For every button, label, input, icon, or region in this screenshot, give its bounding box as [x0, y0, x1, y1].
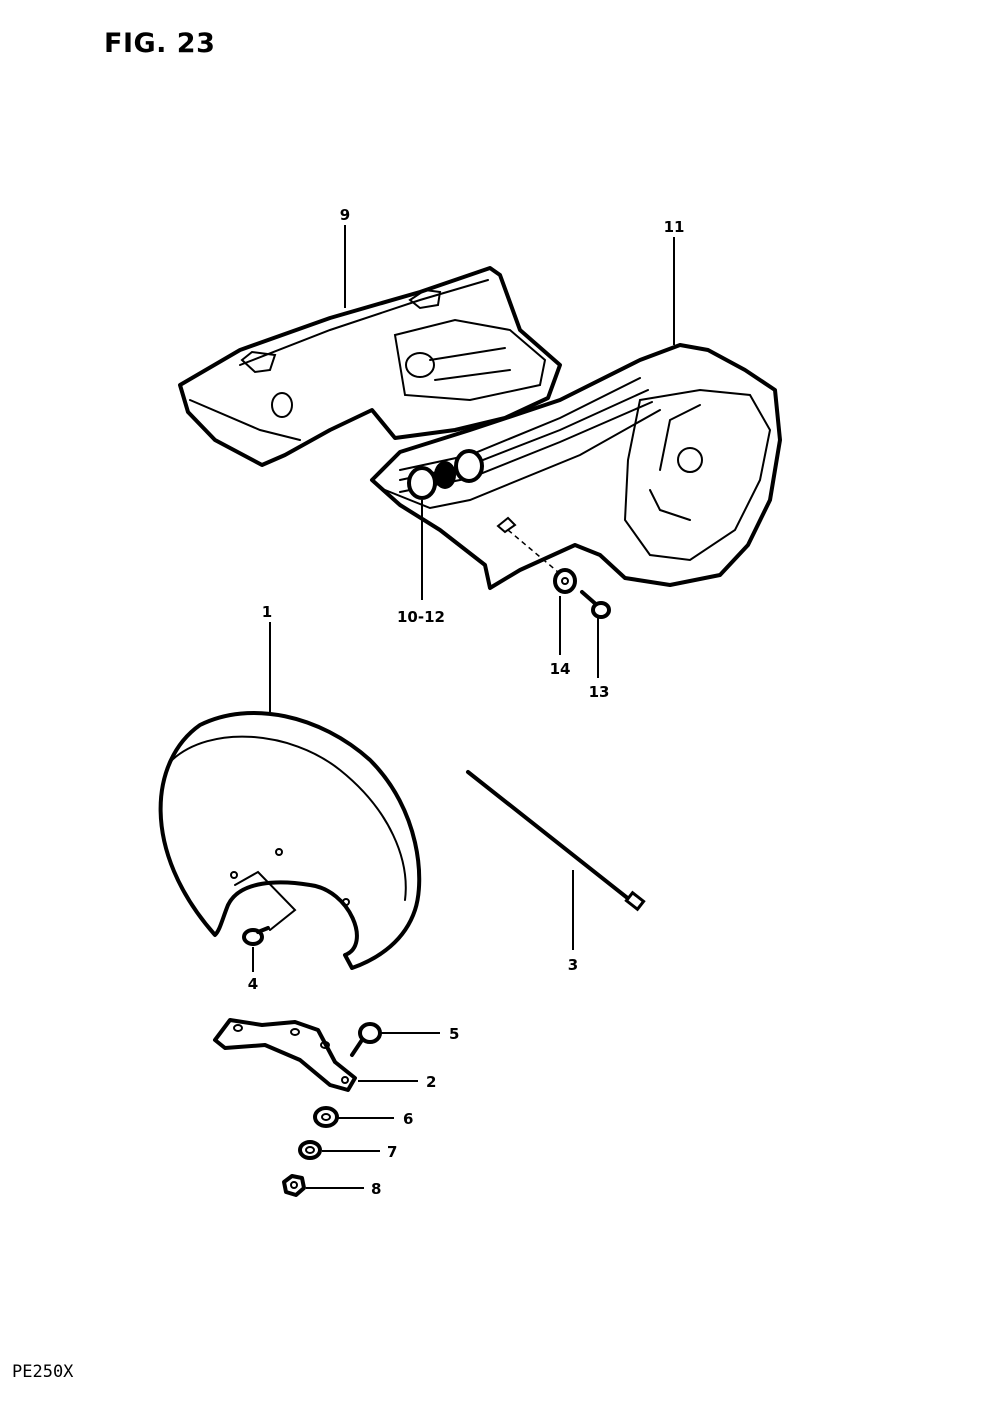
part-13-screw [580, 590, 611, 619]
callout-9: 9 [340, 206, 350, 224]
callout-2: 2 [426, 1073, 436, 1091]
leader-lines [252, 225, 675, 1189]
callout-11: 11 [664, 218, 685, 236]
part-8-nut [282, 1174, 306, 1197]
figure-title: FIG. 23 [104, 28, 216, 59]
part-11-right-cover [370, 343, 782, 590]
callout-14: 14 [550, 660, 571, 678]
callout-10-12: 10-12 [397, 608, 445, 626]
part-1-disc-guard [158, 711, 422, 970]
callout-5: 5 [449, 1025, 459, 1043]
part-6-washer [313, 1106, 339, 1128]
part-3-cable-tie [466, 770, 646, 912]
callout-13: 13 [589, 683, 610, 701]
callout-4: 4 [248, 975, 258, 993]
part-5-bolt [350, 1022, 382, 1057]
part-7-washer [298, 1140, 322, 1160]
callout-8: 8 [371, 1180, 381, 1198]
callout-3: 3 [568, 956, 578, 974]
part-2-bracket [213, 1018, 357, 1092]
part-4-bolt [242, 926, 270, 946]
part-10-12-emblem [407, 449, 484, 500]
callout-1: 1 [262, 603, 272, 621]
model-code: PE250X [12, 1362, 74, 1382]
part-14-washer [553, 568, 577, 594]
part-9-left-cover [178, 266, 562, 467]
callout-6: 6 [403, 1110, 413, 1128]
callout-7: 7 [387, 1143, 397, 1161]
